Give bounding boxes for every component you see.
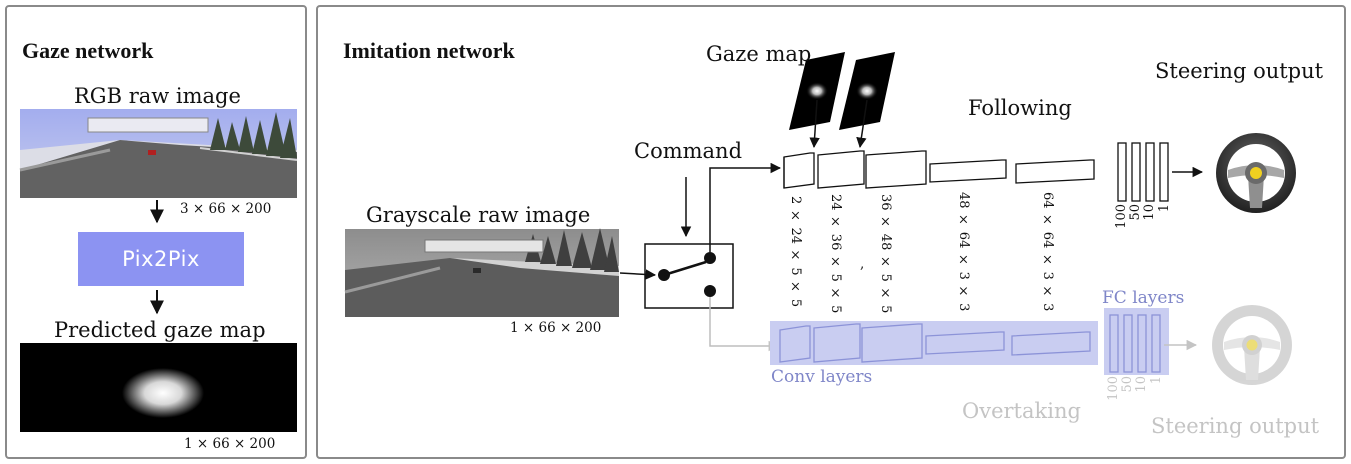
conv-dim-1: 2 × 24 × 5 × 5 (788, 196, 803, 308)
predicted-dim-label: 1 × 66 × 200 (184, 436, 276, 452)
rgb-dim-label: 3 × 66 × 200 (180, 201, 272, 217)
arrow-gazemap-1 (809, 99, 820, 149)
grayscale-dim-label: 1 × 66 × 200 (510, 320, 602, 336)
fc-dim-1: 1 (1157, 204, 1172, 213)
conv-dim-2: 24 × 36 × 5 × 5 (828, 194, 843, 314)
imitation-network-title: Imitation network (343, 38, 515, 63)
fc-dim-50-gray: 50 (1120, 376, 1135, 393)
fc-dim-10: 10 (1142, 204, 1157, 221)
gaze-map-thumbnail-1 (789, 52, 845, 130)
fc-dim-100-gray: 100 (1106, 376, 1121, 401)
steering-output-bottom-label: Steering output (1151, 414, 1320, 438)
imitation-network-panel (316, 5, 1346, 459)
gaze-map-thumbnail-2 (839, 52, 895, 130)
gaze-network-panel (5, 5, 307, 459)
following-label: Following (968, 96, 1072, 120)
command-label: Command (634, 139, 743, 163)
conv-dim-4: 48 × 64 × 3 × 3 (956, 192, 971, 312)
arrow-switch-to-overtaking (709, 297, 780, 352)
pix2pix-box: Pix2Pix (78, 232, 244, 286)
rgb-raw-image-label: RGB raw image (74, 84, 241, 108)
conv-dim-5: 64 × 64 × 3 × 3 (1040, 192, 1055, 312)
predicted-gaze-map-image (20, 343, 297, 432)
arrow-switch-to-following (709, 162, 782, 252)
steering-wheel-icon (1216, 133, 1296, 213)
steering-wheel-icon-faded (1212, 305, 1292, 385)
fc-dim-50: 50 (1128, 204, 1143, 221)
following-fc-layers (1117, 142, 1169, 202)
overtaking-fc-layers (1109, 314, 1161, 373)
following-conv-layers (783, 150, 1095, 189)
conv-layers-label: Conv layers (771, 367, 873, 387)
conv-dim-3: 36 × 48 × 5 × 5 (878, 194, 893, 314)
steering-output-top-label: Steering output (1155, 59, 1324, 83)
fc-dim-10-gray: 10 (1134, 376, 1149, 393)
arrow-image-to-switch (619, 269, 657, 280)
gaze-network-title: Gaze network (22, 38, 154, 63)
grayscale-raw-image (344, 228, 619, 317)
gaze-map-label: Gaze map (706, 42, 812, 66)
fc-layers-label: FC layers (1102, 288, 1185, 308)
fc-dim-100: 100 (1114, 204, 1129, 229)
command-switch (644, 243, 734, 309)
overtaking-conv-layers (779, 323, 1091, 363)
arrow-gazemap-2 (856, 99, 868, 149)
fc-dim-1-gray: 1 (1149, 376, 1164, 385)
rgb-raw-image (19, 109, 298, 198)
stray-tick: , (860, 256, 865, 272)
grayscale-raw-image-label: Grayscale raw image (366, 203, 591, 227)
predicted-gaze-map-label: Predicted gaze map (54, 318, 266, 342)
overtaking-label: Overtaking (962, 399, 1081, 423)
